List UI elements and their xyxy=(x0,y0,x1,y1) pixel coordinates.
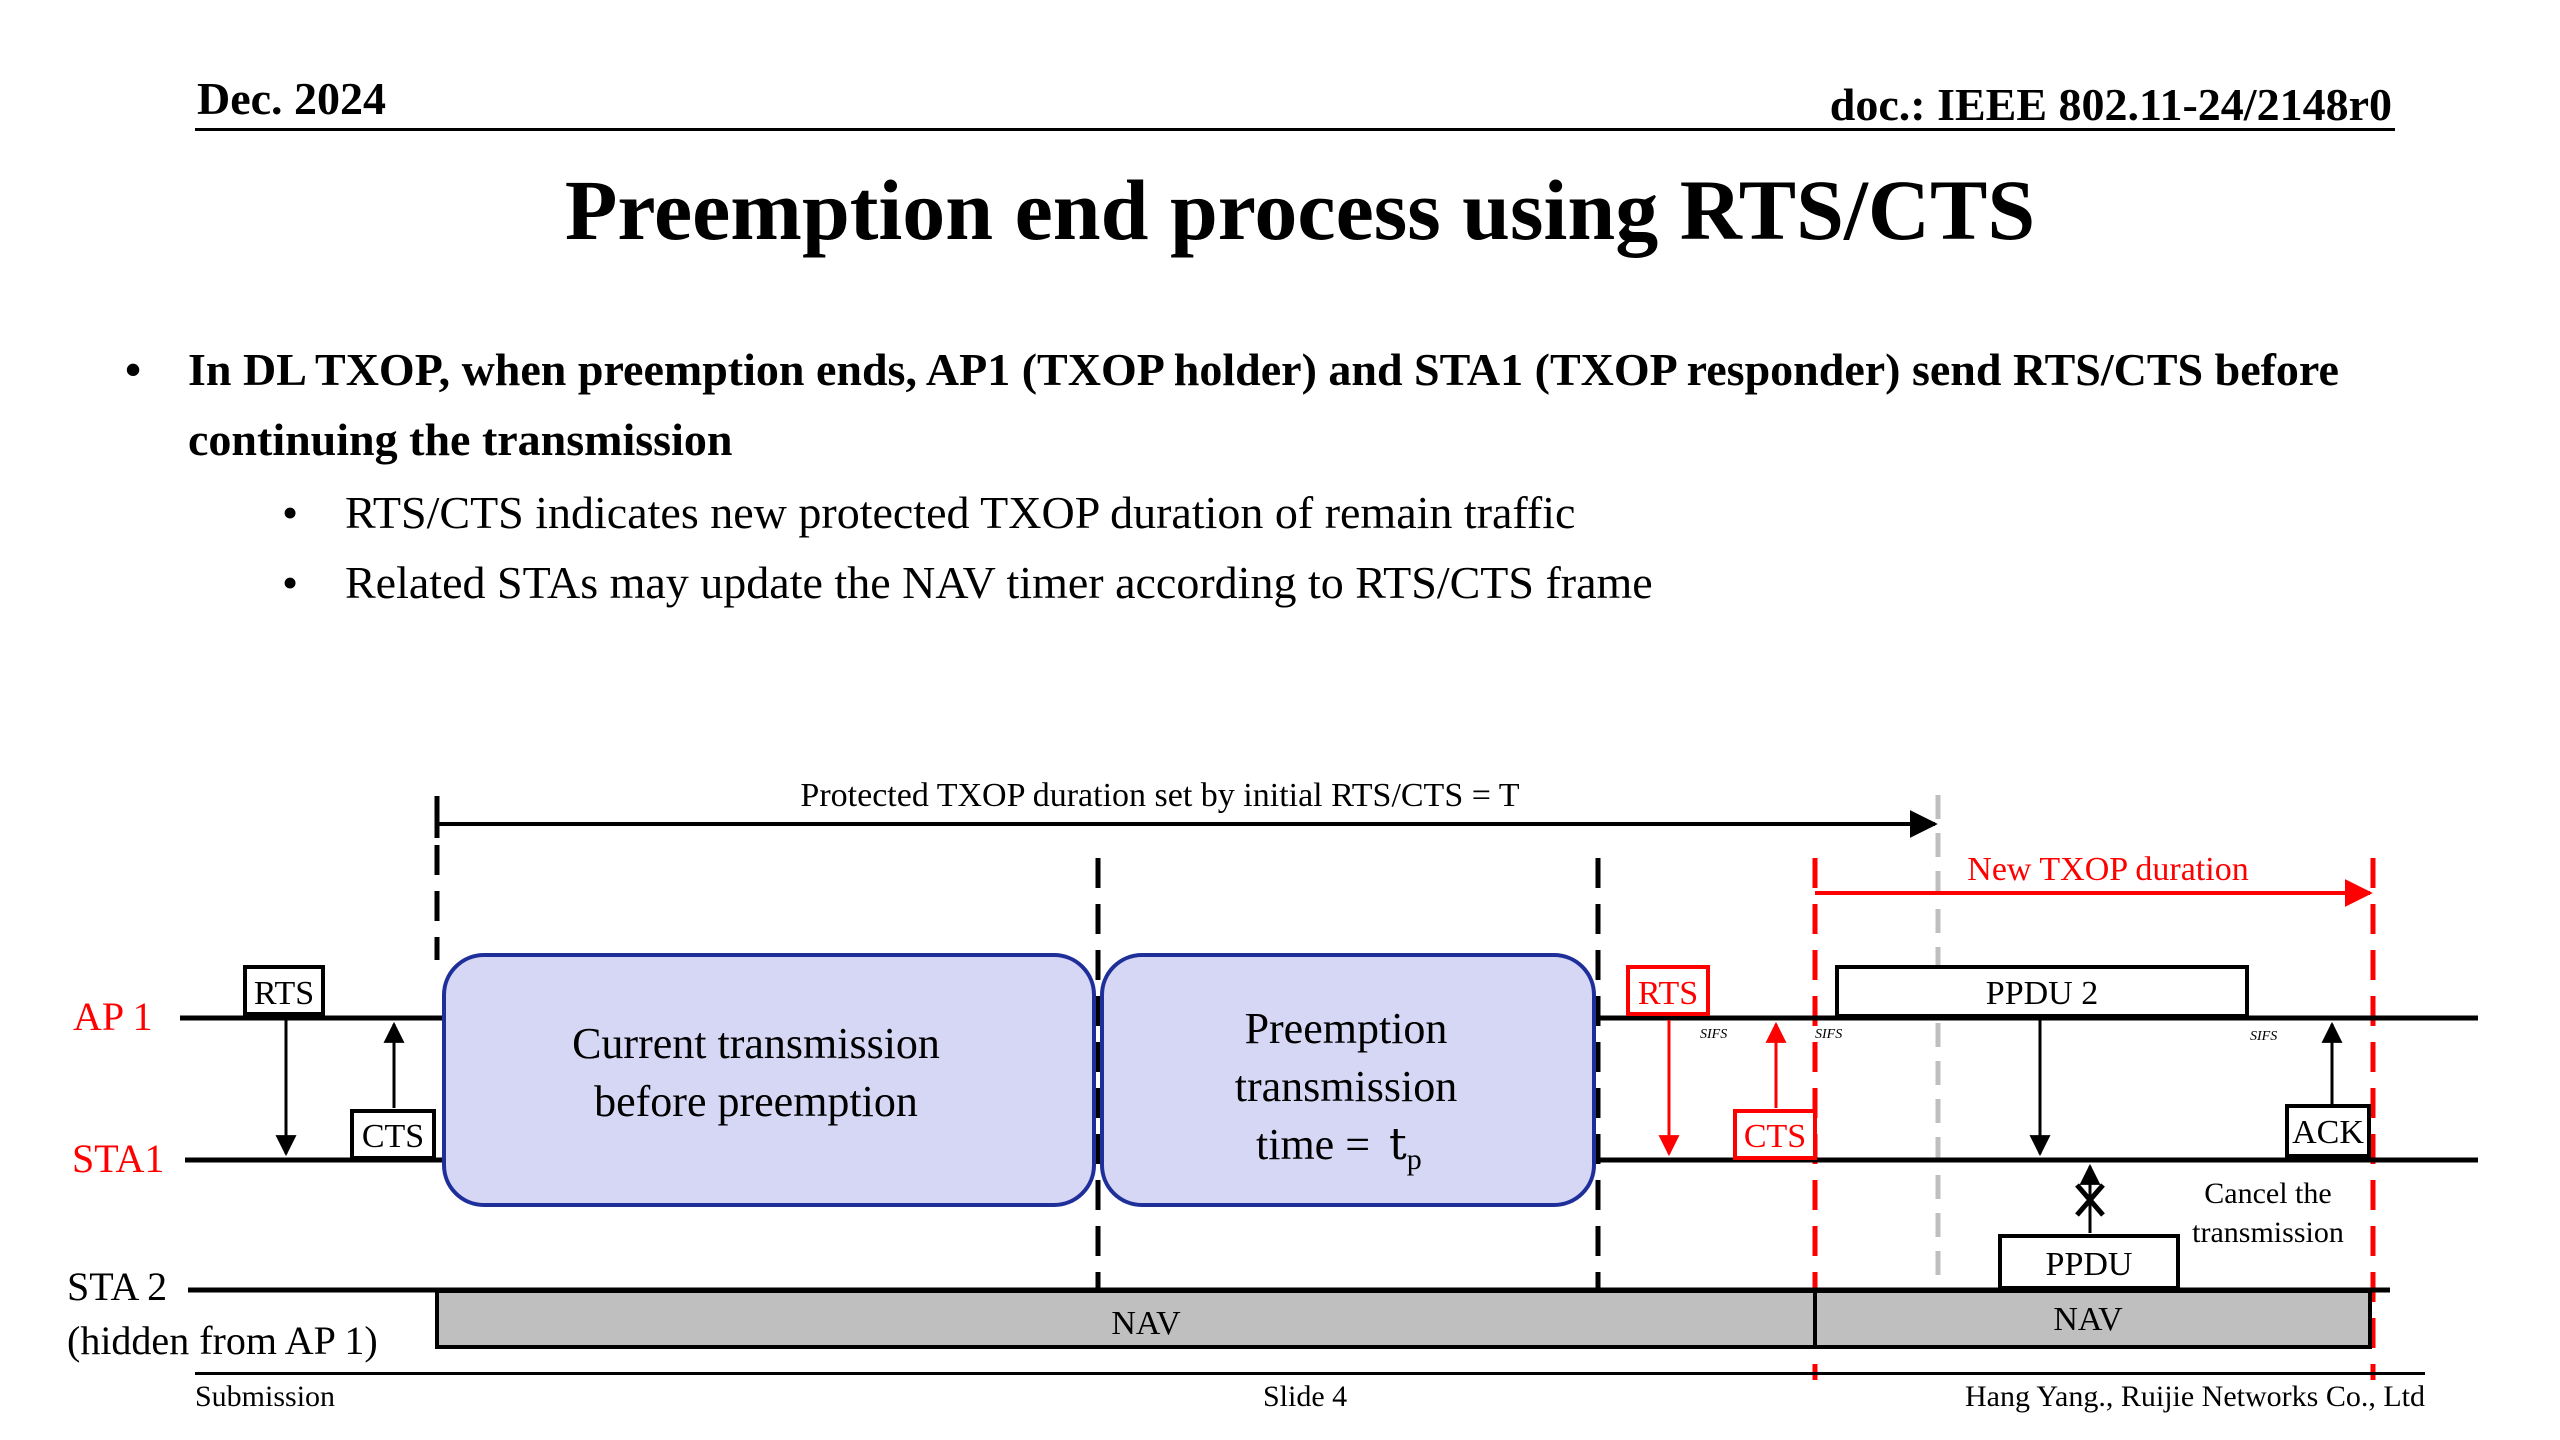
bullet-dot: • xyxy=(282,557,299,608)
sifs-label-1: SIFS xyxy=(1700,1027,1727,1042)
tp-symbol: t xyxy=(1389,1119,1407,1170)
ack-label: ACK xyxy=(2292,1114,2364,1151)
nav-label-2: NAV xyxy=(2053,1301,2123,1338)
current-tx-line2: before preemption xyxy=(594,1077,918,1126)
sifs-label-2: SIFS xyxy=(1815,1027,1842,1042)
nav-label-1: NAV xyxy=(1111,1305,1181,1342)
preemption-line1: Preemption xyxy=(1245,1004,1448,1053)
bullet-dot: • xyxy=(282,487,299,538)
row-label-sta1: STA1 xyxy=(72,1136,164,1181)
tp-subscript: p xyxy=(1407,1143,1422,1176)
rts-new-label: RTS xyxy=(1638,975,1698,1012)
protected-duration-label: Protected TXOP duration set by initial R… xyxy=(800,777,1519,814)
row-label-sta2-note: (hidden from AP 1) xyxy=(67,1318,378,1363)
bullet-sub-1-text: RTS/CTS indicates new protected TXOP dur… xyxy=(345,487,1576,538)
preemption-line2: transmission xyxy=(1235,1062,1457,1111)
cts-new-label: CTS xyxy=(1744,1118,1806,1155)
footer-left: Submission xyxy=(195,1380,336,1413)
bullet-main: • In DL TXOP, when preemption ends, AP1 … xyxy=(125,335,2365,475)
header-doc-id: doc.: IEEE 802.11-24/2148r0 xyxy=(1829,79,2392,130)
footer-right: Hang Yang., Ruijie Networks Co., Ltd xyxy=(1965,1380,2425,1413)
preemption-line3: time = tp xyxy=(1256,1119,1422,1176)
current-tx-line1: Current transmission xyxy=(572,1019,940,1068)
cts-new-frame xyxy=(1733,1109,1817,1160)
preemption-box xyxy=(1100,953,1596,1207)
preemption-time-label: time = xyxy=(1256,1120,1381,1169)
header-rule xyxy=(195,128,2395,131)
cts-frame xyxy=(350,1109,436,1160)
ppdu2-frame xyxy=(1835,965,2249,1018)
rts-label: RTS xyxy=(254,975,314,1012)
cancel-line2: transmission xyxy=(2192,1216,2344,1249)
cts-label: CTS xyxy=(362,1118,424,1155)
sifs-label-3: SIFS xyxy=(2250,1029,2277,1044)
new-txop-label: New TXOP duration xyxy=(1967,851,2248,888)
row-label-sta2: STA 2 xyxy=(67,1264,167,1309)
slide-title: Preemption end process using RTS/CTS xyxy=(564,162,2036,258)
cancel-x-icon xyxy=(2075,1183,2105,1217)
current-transmission-box xyxy=(442,953,1096,1207)
bullet-sub-2: • Related STAs may update the NAV timer … xyxy=(282,548,1653,618)
sta2-ppdu-frame xyxy=(1998,1234,2180,1290)
sta2-ppdu-label: PPDU xyxy=(2046,1246,2133,1283)
nav-bar-2 xyxy=(1813,1289,2372,1349)
bullet-sub-1: • RTS/CTS indicates new protected TXOP d… xyxy=(282,478,1575,548)
row-label-ap1: AP 1 xyxy=(73,994,153,1039)
ppdu2-label: PPDU 2 xyxy=(1986,975,2098,1012)
bullet-dot: • xyxy=(125,344,142,395)
ack-frame xyxy=(2285,1104,2371,1158)
header-date: Dec. 2024 xyxy=(197,73,387,124)
cancel-line1: Cancel the xyxy=(2204,1177,2331,1210)
rts-new-frame xyxy=(1626,965,1710,1016)
bullet-main-text: In DL TXOP, when preemption ends, AP1 (T… xyxy=(188,344,2339,465)
rts-frame xyxy=(243,965,325,1016)
bullet-sub-2-text: Related STAs may update the NAV timer ac… xyxy=(345,557,1653,608)
footer-rule xyxy=(195,1372,2425,1375)
footer-center: Slide 4 xyxy=(1263,1380,1348,1413)
